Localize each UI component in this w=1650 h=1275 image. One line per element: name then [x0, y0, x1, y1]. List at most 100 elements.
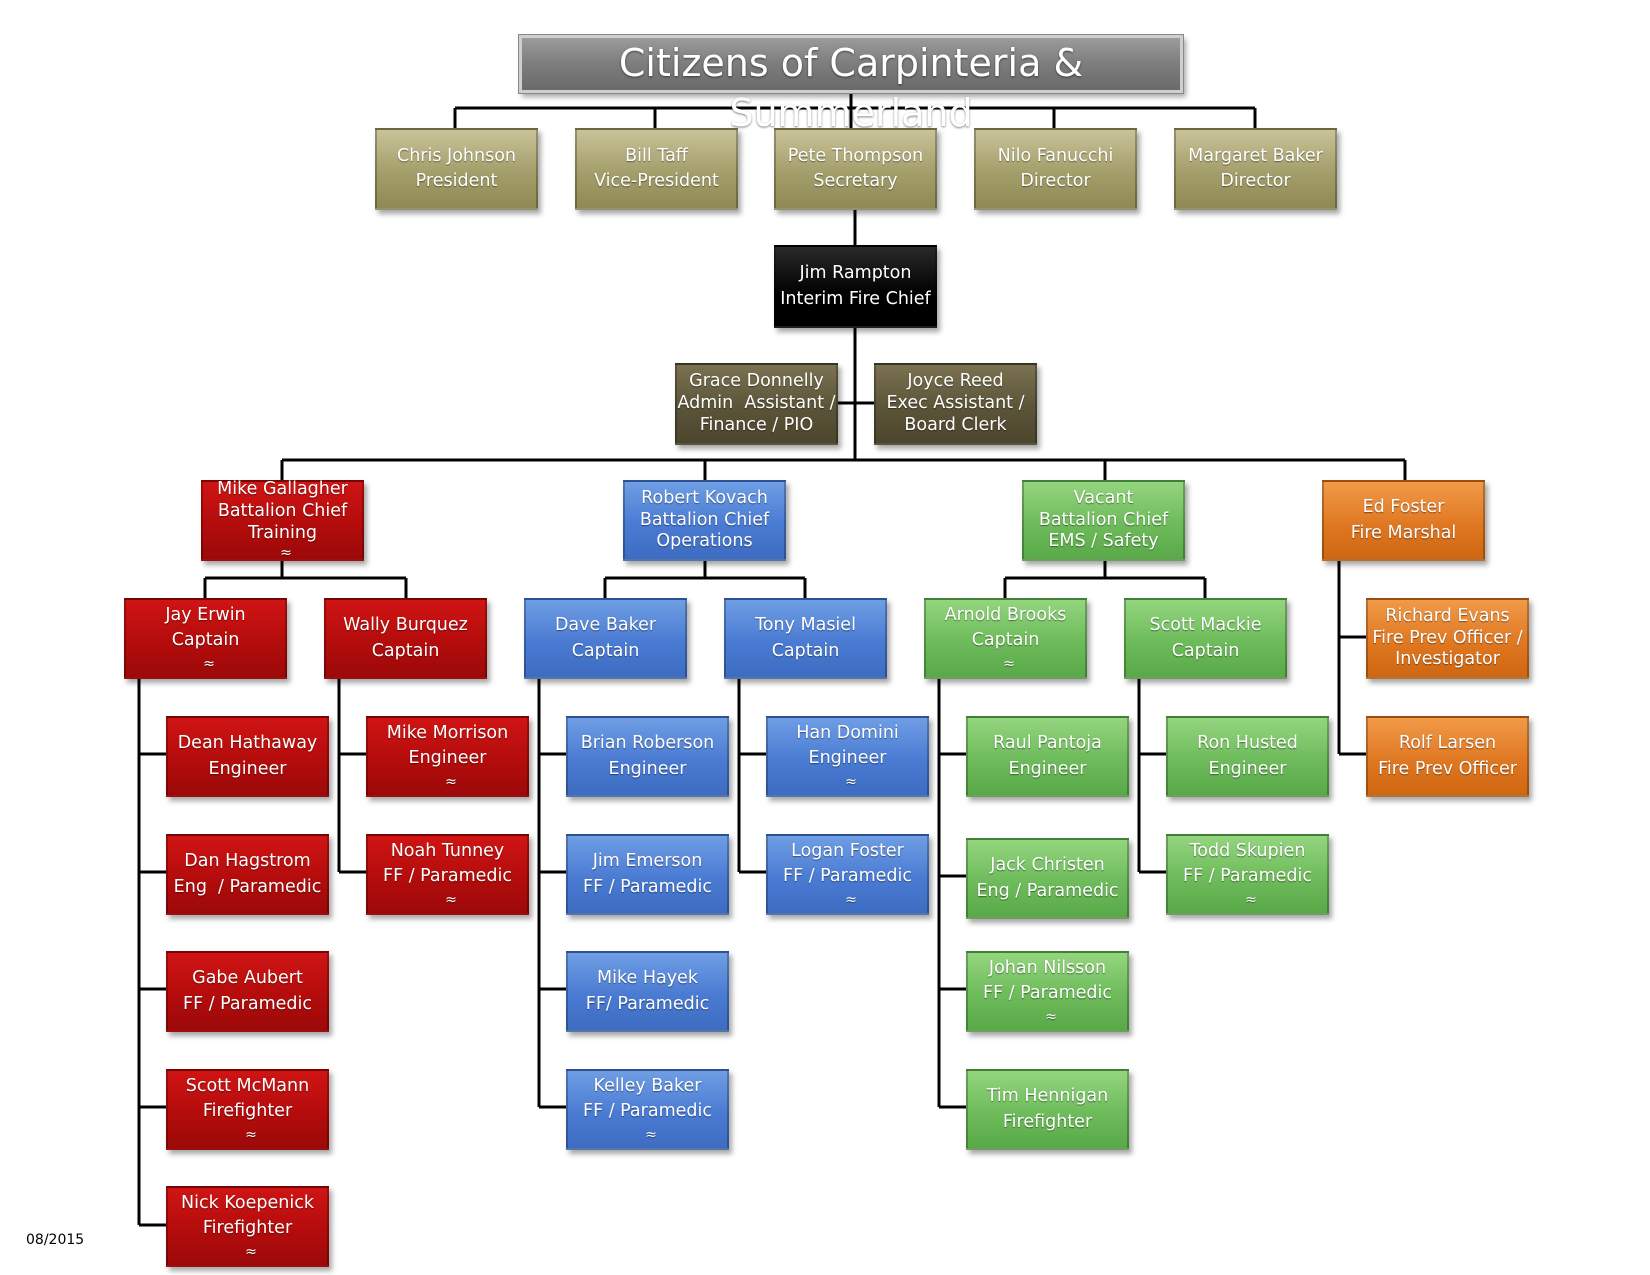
- water-rescue-icon: ≈: [203, 655, 215, 672]
- board-member-box[interactable]: Pete Thompson Secretary: [774, 128, 937, 210]
- crew-member-role: Eng / Paramedic: [173, 876, 322, 897]
- battalion-chief-box[interactable]: Vacant Battalion Chief EMS / Safety: [1022, 480, 1185, 561]
- captain-name: Tony Masiel: [755, 615, 856, 636]
- battalion-chief-role: Battalion Chief: [1038, 509, 1169, 530]
- water-rescue-icon: ≈: [245, 1243, 257, 1260]
- board-member-role: President: [415, 171, 498, 191]
- crew-member-box[interactable]: Tim Hennigan Firefighter: [966, 1069, 1129, 1150]
- captain-role: Captain: [1171, 640, 1240, 661]
- captain-name: Dave Baker: [554, 615, 657, 636]
- captain-role: Captain: [571, 640, 640, 661]
- crew-member-role: FF / Paramedic: [983, 983, 1112, 1004]
- crew-member-name: Gabe Aubert: [192, 968, 303, 989]
- crew-member-box[interactable]: Dan Hagstrom Eng / Paramedic: [166, 834, 329, 915]
- crew-member-name: Logan Foster: [791, 840, 904, 861]
- crew-member-role: Engineer: [408, 748, 487, 769]
- captain-name: Jay Erwin: [165, 604, 246, 625]
- battalion-chief-role: Battalion Chief: [639, 509, 770, 530]
- crew-member-box[interactable]: Mike Hayek FF/ Paramedic: [566, 951, 729, 1032]
- captain-role: Captain: [371, 640, 440, 661]
- water-rescue-icon: ≈: [1003, 655, 1015, 672]
- assistant-box[interactable]: Joyce Reed Exec Assistant / Board Clerk: [874, 363, 1037, 445]
- crew-member-name: Jack Christen: [990, 855, 1105, 876]
- captain-box[interactable]: Dave Baker Captain: [524, 598, 687, 679]
- crew-member-box[interactable]: Scott McMann Firefighter≈: [166, 1069, 329, 1150]
- crew-member-box[interactable]: Ron Husted Engineer: [1166, 716, 1329, 797]
- captain-box[interactable]: Wally Burquez Captain: [324, 598, 487, 679]
- crew-member-box[interactable]: Han Domini Engineer≈: [766, 716, 929, 797]
- crew-member-box[interactable]: Kelley Baker FF / Paramedic≈: [566, 1069, 729, 1150]
- crew-member-role: FF / Paramedic: [1183, 866, 1312, 887]
- revision-date: 08/2015: [26, 1232, 85, 1248]
- crew-member-name: Dan Hagstrom: [184, 851, 311, 872]
- assistant-role-line2: Board Clerk: [904, 414, 1007, 435]
- captain-box[interactable]: Arnold Brooks Captain ≈: [924, 598, 1087, 679]
- crew-member-role: Engineer: [208, 758, 287, 779]
- crew-member-role: Engineer: [1008, 758, 1087, 779]
- crew-member-box[interactable]: Todd Skupien FF / Paramedic≈: [1166, 834, 1329, 915]
- captain-name: Arnold Brooks: [944, 604, 1067, 625]
- board-member-role: Secretary: [813, 171, 898, 191]
- crew-member-box[interactable]: Logan Foster FF / Paramedic≈: [766, 834, 929, 915]
- crew-member-box[interactable]: Noah Tunney FF / Paramedic ≈: [366, 834, 529, 915]
- chart-title: Citizens of Carpinteria & Summerland: [518, 34, 1184, 135]
- captain-box[interactable]: Scott Mackie Captain: [1124, 598, 1287, 679]
- crew-member-box[interactable]: Johan Nilsson FF / Paramedic≈: [966, 951, 1129, 1032]
- captain-role: Captain: [971, 630, 1040, 651]
- water-rescue-icon: ≈: [280, 544, 292, 561]
- crew-member-box[interactable]: Nick Koepenick Firefighter≈: [166, 1186, 329, 1267]
- crew-member-box[interactable]: Gabe Aubert FF / Paramedic: [166, 951, 329, 1032]
- board-member-box[interactable]: Nilo Fanucchi Director: [974, 128, 1137, 210]
- fire-marshal-name: Ed Foster: [1362, 497, 1445, 518]
- crew-member-name: Brian Roberson: [580, 733, 715, 754]
- crew-member-name: Noah Tunney: [390, 840, 505, 861]
- crew-member-name: Jim Emerson: [592, 851, 703, 872]
- fire-marshal-box[interactable]: Ed Foster Fire Marshal: [1322, 480, 1485, 561]
- assistant-name: Joyce Reed: [907, 371, 1004, 392]
- water-rescue-icon: ≈: [245, 1126, 257, 1143]
- assistant-name: Grace Donnelly: [689, 371, 824, 392]
- crew-member-role: FF / Paramedic: [383, 866, 512, 887]
- chief-role: Interim Fire Chief: [780, 288, 931, 309]
- crew-member-role: Engineer: [608, 758, 687, 779]
- crew-member-name: Mike Morrison: [386, 722, 509, 743]
- captain-box[interactable]: Tony Masiel Captain: [724, 598, 887, 679]
- board-member-box[interactable]: Margaret Baker Director: [1174, 128, 1337, 210]
- board-member-role: Director: [1220, 171, 1291, 191]
- water-rescue-icon: ≈: [445, 773, 457, 790]
- crew-member-name: Raul Pantoja: [993, 733, 1102, 754]
- battalion-chief-box[interactable]: Mike Gallagher Battalion Chief Training≈: [201, 479, 364, 561]
- fire-chief-box[interactable]: Jim Rampton Interim Fire Chief: [774, 245, 937, 328]
- staff-role: Fire Prev Officer: [1378, 758, 1517, 779]
- water-rescue-icon: ≈: [645, 1126, 657, 1143]
- assistant-box[interactable]: Grace Donnelly Admin Assistant / Finance…: [675, 363, 838, 445]
- crew-member-box[interactable]: Jack Christen Eng / Paramedic: [966, 838, 1129, 919]
- water-rescue-icon: ≈: [445, 891, 457, 908]
- crew-member-role: Engineer: [808, 748, 887, 769]
- captain-role: Captain: [771, 640, 840, 661]
- crew-member-name: Johan Nilsson: [988, 957, 1107, 978]
- crew-member-box[interactable]: Brian Roberson Engineer: [566, 716, 729, 797]
- crew-member-box[interactable]: Raul Pantoja Engineer: [966, 716, 1129, 797]
- crew-member-box[interactable]: Dean Hathaway Engineer: [166, 716, 329, 797]
- board-member-box[interactable]: Chris Johnson President: [375, 128, 538, 210]
- chief-name: Jim Rampton: [799, 263, 912, 284]
- crew-member-role: FF/ Paramedic: [585, 993, 710, 1014]
- battalion-chief-division: Training: [247, 522, 318, 543]
- captain-role: Captain: [171, 630, 240, 651]
- crew-member-role: Firefighter: [202, 1101, 293, 1122]
- water-rescue-icon: ≈: [845, 891, 857, 908]
- fire-prevention-box[interactable]: Rolf Larsen Fire Prev Officer: [1366, 716, 1529, 797]
- fire-prevention-box[interactable]: Richard Evans Fire Prev Officer / Invest…: [1366, 598, 1529, 679]
- board-member-box[interactable]: Bill Taff Vice-President: [575, 128, 738, 210]
- board-member-name: Nilo Fanucchi: [997, 145, 1114, 166]
- crew-member-name: Nick Koepenick: [181, 1192, 314, 1213]
- crew-member-box[interactable]: Jim Emerson FF / Paramedic: [566, 834, 729, 915]
- assistant-role-line2: Finance / PIO: [699, 414, 814, 435]
- battalion-chief-box[interactable]: Robert Kovach Battalion Chief Operations: [623, 480, 786, 561]
- fire-marshal-role: Fire Marshal: [1350, 522, 1457, 543]
- crew-member-box[interactable]: Mike Morrison Engineer ≈: [366, 716, 529, 797]
- captain-box[interactable]: Jay Erwin Captain ≈: [124, 598, 287, 679]
- crew-member-name: Tim Hennigan: [986, 1086, 1109, 1107]
